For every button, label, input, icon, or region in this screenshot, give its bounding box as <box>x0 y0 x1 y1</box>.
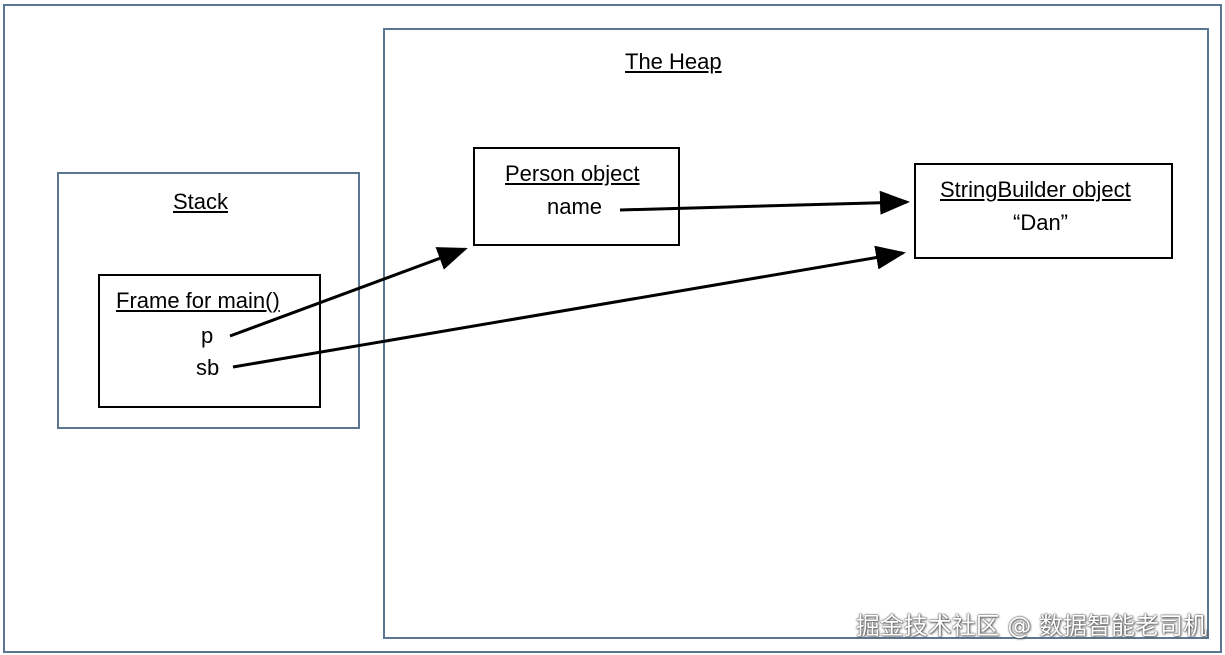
var-sb: sb <box>196 355 220 380</box>
stack-title: Stack <box>173 189 229 214</box>
stringbuilder-object-box <box>914 163 1173 259</box>
person-object-box <box>473 147 680 246</box>
person-object-title: Person object <box>505 161 640 186</box>
heap-title: The Heap <box>625 49 722 74</box>
person-field-name: name <box>547 194 603 219</box>
heap-container <box>383 28 1209 639</box>
stringbuilder-object-title: StringBuilder object <box>940 177 1131 202</box>
watermark-text: 掘金技术社区 @ 数据智能老司机 <box>855 612 1207 640</box>
stringbuilder-value: “Dan” <box>1013 210 1069 235</box>
outer-frame <box>3 4 1222 653</box>
main-frame-title: Frame for main() <box>116 288 280 313</box>
var-p: p <box>201 323 214 348</box>
